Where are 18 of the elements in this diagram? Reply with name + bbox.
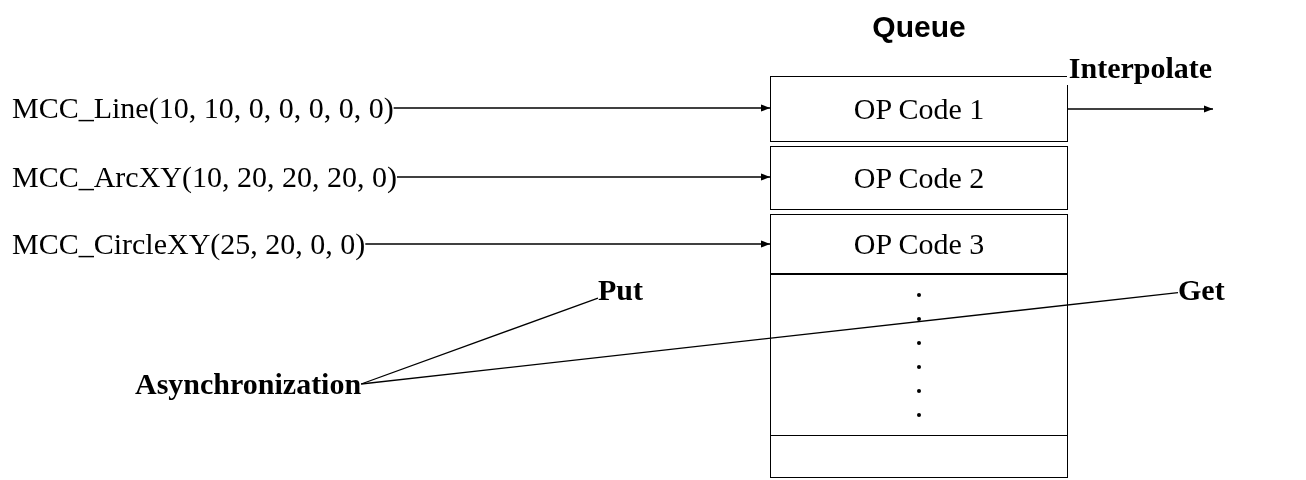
queue-cell: OP Code 3 — [770, 214, 1068, 274]
arrow — [364, 240, 771, 248]
arrow — [396, 173, 771, 181]
function-call-text: MCC_ArcXY(10, 20, 20, 20, 0) — [12, 155, 397, 199]
arrow — [1067, 105, 1214, 113]
queue-title: Queue — [871, 10, 967, 44]
put-text: Put — [598, 268, 643, 312]
leader-line — [360, 297, 599, 385]
function-call-text: MCC_CircleXY(25, 20, 0, 0) — [12, 222, 366, 266]
asynchronization-text: Asynchronization — [135, 362, 362, 406]
queue-cell — [770, 274, 1068, 436]
leader-line — [360, 291, 1179, 385]
arrow — [393, 104, 771, 112]
function-call-text: MCC_Line(10, 10, 0, 0, 0, 0, 0) — [12, 86, 394, 130]
queue-cell: OP Code 1 — [770, 76, 1068, 142]
get-text: Get — [1178, 268, 1225, 312]
queue-cell — [770, 435, 1068, 478]
queue-cell: OP Code 2 — [770, 146, 1068, 210]
